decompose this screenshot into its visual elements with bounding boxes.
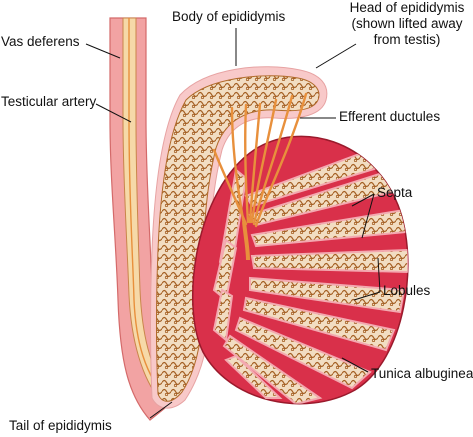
label-tunica-albuginea: Tunica albuginea xyxy=(371,366,473,381)
leader-lobules-1 xyxy=(377,257,381,293)
leader-septa-1 xyxy=(351,193,375,207)
leader-head xyxy=(315,43,357,69)
label-head-line-2: (shown lifted away xyxy=(351,16,463,31)
leader-tail xyxy=(149,401,173,419)
efferent-ductules-shape xyxy=(212,92,308,228)
leader-lines xyxy=(85,28,381,419)
vas-lumen-line xyxy=(128,18,164,396)
label-vas-deferens: Vas deferens xyxy=(1,34,80,49)
label-septa: Septa xyxy=(377,185,413,200)
rete-testis xyxy=(242,221,250,261)
leader-lobules-2 xyxy=(353,291,381,301)
leader-septa-2 xyxy=(361,193,375,239)
label-body-of-epididymis: Body of epididymis xyxy=(172,9,286,24)
label-efferent-ductules: Efferent ductules xyxy=(339,109,441,124)
label-lobules: Lobules xyxy=(383,283,431,298)
label-head-line-1: Head of epididymis xyxy=(349,0,465,15)
label-head-of-epididymis: Head of epididymis (shown lifted away fr… xyxy=(340,0,473,48)
label-tail-of-epididymis: Tail of epididymis xyxy=(9,418,112,433)
leader-tunica xyxy=(341,357,369,373)
label-testicular-artery: Testicular artery xyxy=(1,94,97,109)
leader-vas xyxy=(85,43,121,59)
leader-artery xyxy=(95,103,132,123)
label-head-line-3: from testis) xyxy=(373,32,441,47)
